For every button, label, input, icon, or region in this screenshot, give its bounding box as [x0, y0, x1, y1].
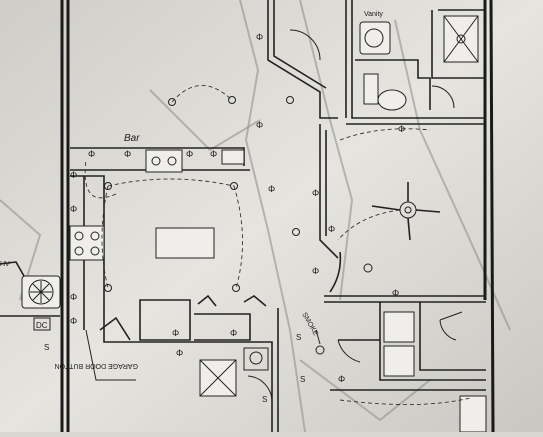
cooktop: [69, 225, 105, 261]
svg-text:Φ: Φ: [210, 149, 217, 159]
svg-text:Φ: Φ: [70, 204, 77, 214]
svg-text:Φ: Φ: [328, 224, 335, 234]
paper-creases: [0, 0, 511, 433]
svg-text:Φ: Φ: [256, 32, 263, 42]
garage-door-button-leader: [85, 329, 136, 381]
svg-text:Φ: Φ: [312, 266, 319, 276]
svg-text:Φ: Φ: [88, 149, 95, 159]
svg-text:Φ: Φ: [398, 124, 405, 134]
switch-symbols: S S S S: [44, 333, 305, 404]
vanity-tag: Vanity: [364, 11, 383, 18]
floor-outlet-icon: [363, 263, 373, 273]
living-room: [319, 124, 486, 303]
svg-text:Φ: Φ: [172, 328, 179, 338]
svg-text:Φ: Φ: [70, 170, 77, 180]
upper-rooms: Vanity: [267, 0, 486, 125]
hv-label: HV: [0, 261, 10, 268]
svg-text:S: S: [300, 375, 305, 384]
svg-text:Φ: Φ: [70, 292, 77, 302]
kitchen-island: [155, 227, 215, 259]
outlet-symbols: Φ Φ Φ Φ Φ Φ Φ Φ Φ Φ Φ Φ Φ Φ Φ Φ Φ Φ Φ Φ: [70, 32, 405, 384]
svg-text:S: S: [296, 333, 301, 342]
dc-label: DC: [36, 321, 48, 330]
smoke-detector-leader: [315, 329, 321, 345]
svg-text:S: S: [44, 343, 49, 352]
svg-text:Φ: Φ: [230, 328, 237, 338]
hvac-unit: [0, 261, 61, 331]
lower-right-rooms: [330, 302, 487, 433]
svg-text:Φ: Φ: [392, 288, 399, 298]
svg-text:Φ: Φ: [256, 120, 263, 130]
kitchen: Φ Φ Φ Φ Φ Φ Φ Φ Φ Φ Φ Φ Φ Φ Φ Φ Φ Φ Φ Φ: [69, 32, 405, 432]
svg-text:Φ: Φ: [176, 348, 183, 358]
svg-text:Φ: Φ: [186, 149, 193, 159]
svg-text:Φ: Φ: [268, 184, 275, 194]
kitchen-sink: [145, 149, 183, 173]
svg-text:Φ: Φ: [124, 149, 131, 159]
garage-area: [199, 347, 273, 403]
exterior-walls: [60, 0, 495, 433]
garage-door-button-label: GARAGE DOOR BUTTON: [55, 362, 139, 369]
svg-text:S: S: [262, 395, 267, 404]
recessed-lights: [104, 96, 300, 292]
svg-text:Φ: Φ: [312, 188, 319, 198]
svg-text:Φ: Φ: [338, 374, 345, 384]
bar-label: Bar: [124, 133, 140, 144]
svg-text:Φ: Φ: [70, 316, 77, 326]
